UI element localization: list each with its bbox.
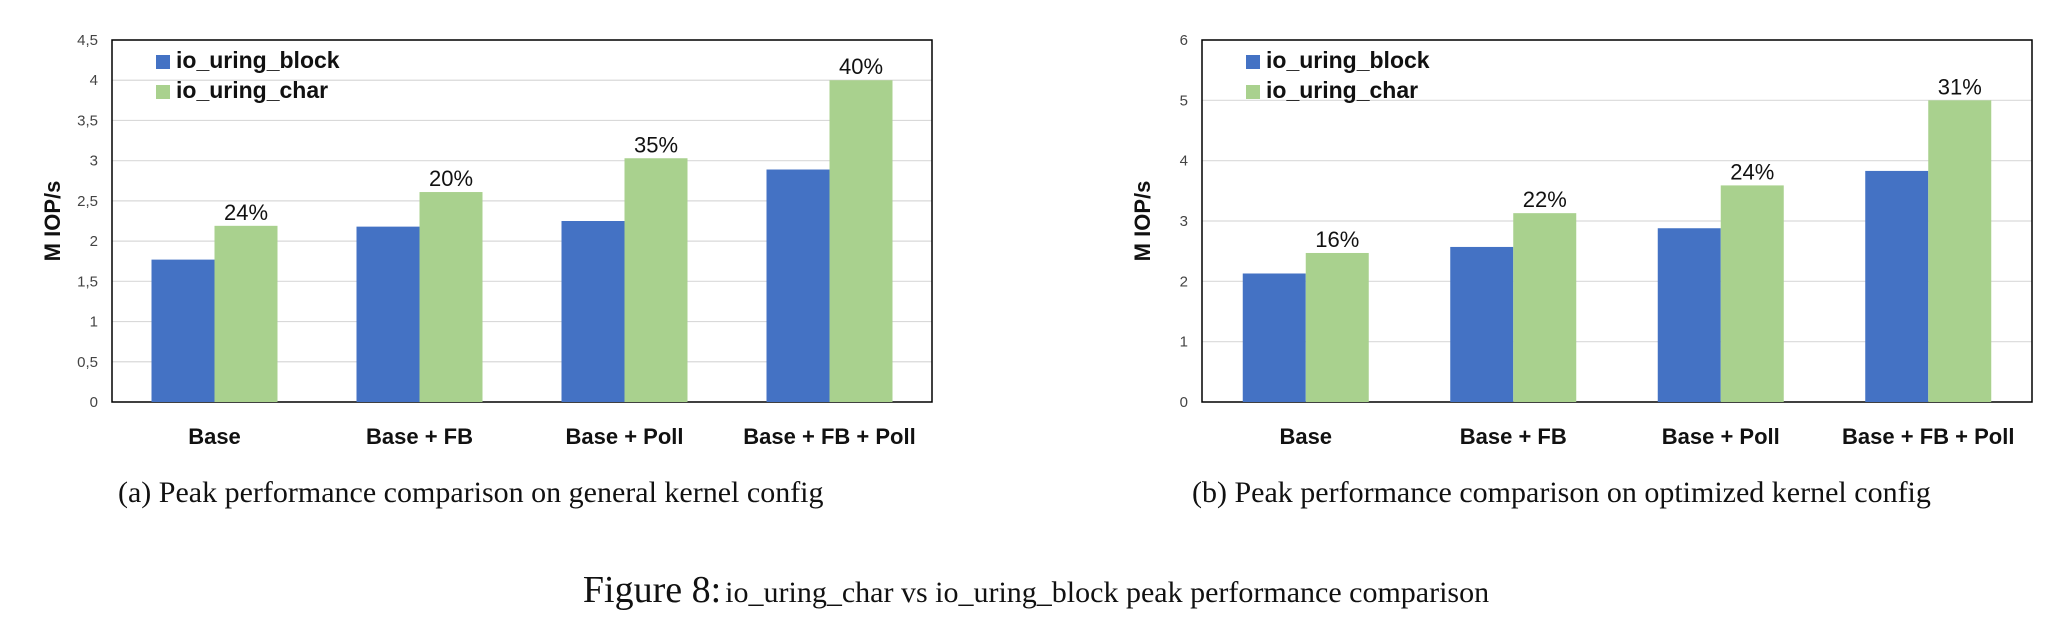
- subcaption-a: (a) Peak performance comparison on gener…: [118, 476, 824, 509]
- y-tick-label: 0: [1180, 394, 1188, 411]
- bar-io-uring-char: [419, 192, 483, 402]
- bar-io-uring-char: [1928, 100, 1992, 402]
- plot-border: [1201, 39, 2033, 403]
- y-tick-label: 2: [1180, 273, 1188, 290]
- bar-io-uring-char: [1305, 252, 1369, 402]
- y-tick-label: 0: [90, 394, 98, 411]
- bar-io-uring-block: [151, 259, 215, 402]
- bar-io-uring-block: [1242, 273, 1306, 402]
- y-tick-label: 6: [1180, 32, 1188, 49]
- y-tick-label: 1: [90, 314, 98, 331]
- y-tick-label: 2: [90, 233, 98, 250]
- chart-a: 0 0,5 1 1,5 2 2,5 3 3,5 4 4,5 M IOP/s 24% Base 20% Bas…: [40, 32, 933, 449]
- legend-swatch-io-uring-char: [156, 85, 170, 99]
- data-label: 22%: [1523, 187, 1567, 212]
- bar-io-uring-block: [561, 221, 625, 402]
- y-tick-label: 3: [90, 153, 98, 170]
- figure-label: Figure 8:: [582, 569, 722, 611]
- category-label: Base + FB + Poll: [1842, 424, 2014, 449]
- y-tick-label: 4,5: [77, 32, 98, 49]
- data-label: 24%: [224, 200, 268, 225]
- category-label: Base + FB + Poll: [743, 424, 915, 449]
- figure-caption: Figure 8: io_uring_char vs io_uring_bloc…: [0, 568, 2072, 612]
- y-tick-label: 3,5: [77, 112, 98, 129]
- bar-io-uring-block: [766, 169, 830, 402]
- y-tick-label: 2,5: [77, 193, 98, 210]
- figure-text: io_uring_char vs io_uring_block peak per…: [725, 576, 1490, 609]
- plot-border: [111, 39, 933, 403]
- bar-io-uring-char: [214, 225, 278, 402]
- bar-io-uring-char: [1720, 185, 1784, 402]
- legend-swatch-io-uring-block: [1246, 55, 1260, 69]
- y-axis-label: M IOP/s: [1130, 181, 1155, 262]
- data-label: 24%: [1730, 159, 1774, 184]
- y-axis-label: M IOP/s: [40, 181, 65, 262]
- category-label: Base + Poll: [565, 424, 683, 449]
- data-label: 31%: [1938, 74, 1982, 99]
- subcaption-b: (b) Peak performance comparison on optim…: [1192, 476, 1931, 509]
- bar-io-uring-block: [1450, 246, 1514, 402]
- legend-label: io_uring_char: [1266, 77, 1418, 103]
- chart-b: 0 1 2 3 4 5 6 M IOP/s 16% Base 22% Base + FB 24% Base…: [1130, 32, 2033, 449]
- category-label: Base: [1279, 424, 1332, 449]
- data-label: 16%: [1315, 227, 1359, 252]
- bar-io-uring-char: [624, 158, 688, 402]
- category-label: Base + FB: [366, 424, 473, 449]
- legend-label: io_uring_block: [1266, 47, 1430, 73]
- bar-io-uring-char: [1513, 213, 1577, 402]
- legend-swatch-io-uring-char: [1246, 85, 1260, 99]
- y-tick-label: 1,5: [77, 273, 98, 290]
- y-tick-label: 3: [1180, 213, 1188, 230]
- data-label: 40%: [839, 54, 883, 79]
- bar-io-uring-block: [1657, 228, 1721, 402]
- bar-io-uring-char: [829, 80, 893, 402]
- bar-io-uring-block: [1865, 170, 1929, 402]
- legend-label: io_uring_block: [176, 47, 340, 73]
- legend-swatch-io-uring-block: [156, 55, 170, 69]
- data-label: 20%: [429, 166, 473, 191]
- category-label: Base + Poll: [1662, 424, 1780, 449]
- y-tick-label: 4: [90, 72, 98, 89]
- legend-label: io_uring_char: [176, 77, 328, 103]
- category-label: Base + FB: [1460, 424, 1567, 449]
- y-tick-label: 1: [1180, 334, 1188, 351]
- y-tick-label: 0,5: [77, 354, 98, 371]
- y-tick-label: 4: [1180, 153, 1188, 170]
- category-label: Base: [188, 424, 241, 449]
- data-label: 35%: [634, 132, 678, 157]
- bar-io-uring-block: [356, 226, 420, 402]
- y-tick-label: 5: [1180, 92, 1188, 109]
